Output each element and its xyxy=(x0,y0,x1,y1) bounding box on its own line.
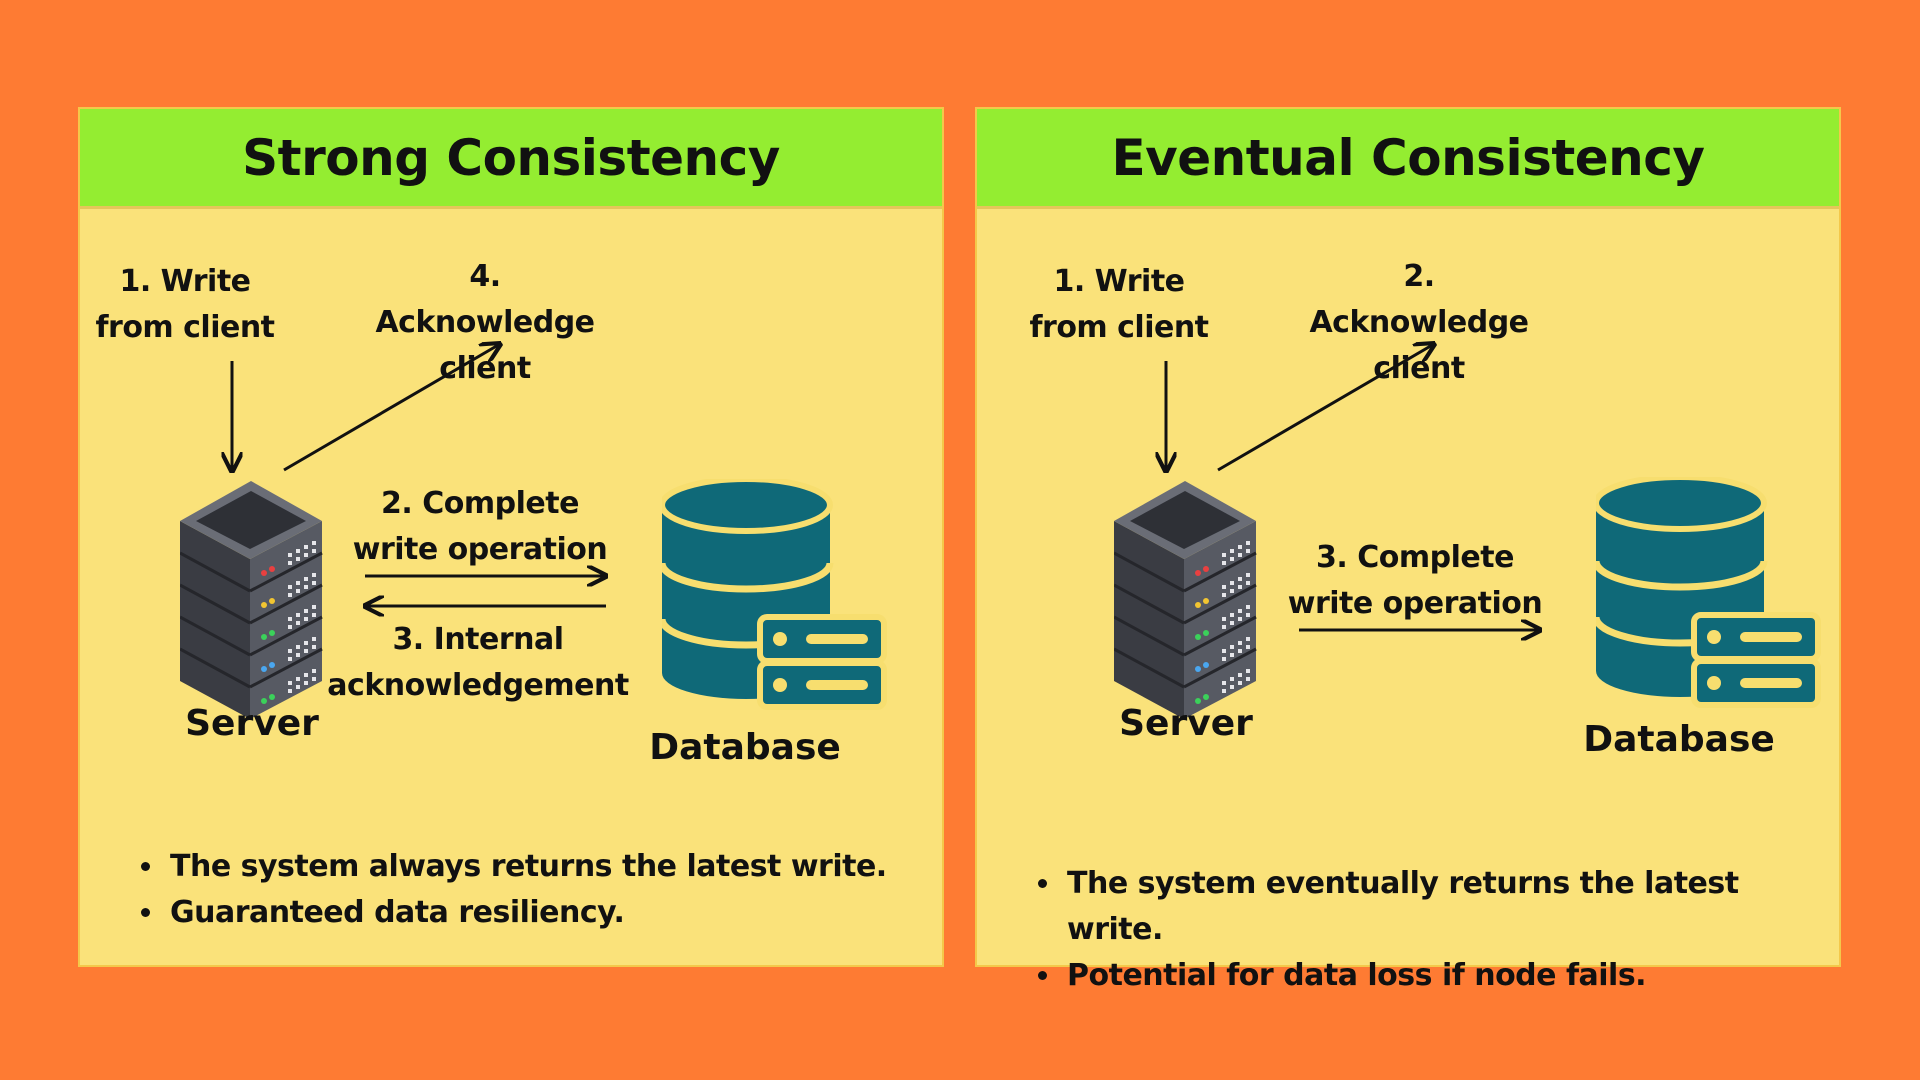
server-label: Server xyxy=(185,703,319,744)
list-item: Guaranteed data resiliency. xyxy=(166,890,887,936)
step-write-from-client: 1. Write from client xyxy=(1029,264,1209,345)
panel-header: Eventual Consistency xyxy=(977,109,1839,209)
step-internal-acknowledgement: 3. Internal acknowledgement xyxy=(327,622,629,703)
step-complete-write: 2. Complete write operation xyxy=(352,486,608,567)
acknowledge-client-arrow xyxy=(1217,344,1434,472)
database-icon xyxy=(1596,477,1822,709)
step-acknowledge-client: 4. Acknowledge client xyxy=(375,259,595,386)
step-complete-write: 3. Complete write operation xyxy=(1287,540,1543,621)
panel-title: Eventual Consistency xyxy=(1111,128,1705,187)
eventual-consistency-panel: Eventual Consistency 1. Write from clien… xyxy=(975,107,1843,993)
strong-consistency-panel: Strong Consistency 1. Write from client … xyxy=(78,107,944,967)
server-icon xyxy=(1114,481,1258,721)
panel-header: Strong Consistency xyxy=(80,109,942,209)
panel-title: Strong Consistency xyxy=(242,128,780,187)
step-acknowledge-client: 2. Acknowledge client xyxy=(1309,259,1529,386)
server-icon xyxy=(180,481,324,721)
database-icon xyxy=(662,479,888,711)
list-item: Potential for data loss if node fails. xyxy=(1063,953,1839,999)
summary-list: The system always returns the latest wri… xyxy=(128,844,887,936)
database-label: Database xyxy=(1583,719,1775,760)
step-write-from-client: 1. Write from client xyxy=(95,264,275,345)
arrows-layer xyxy=(80,109,946,969)
arrows-layer xyxy=(977,109,1843,969)
list-item: The system eventually returns the latest… xyxy=(1063,861,1839,953)
database-label: Database xyxy=(649,727,841,768)
server-label: Server xyxy=(1119,703,1253,744)
list-item: The system always returns the latest wri… xyxy=(166,844,887,890)
summary-list: The system eventually returns the latest… xyxy=(1025,861,1839,999)
acknowledge-client-arrow xyxy=(283,344,500,472)
